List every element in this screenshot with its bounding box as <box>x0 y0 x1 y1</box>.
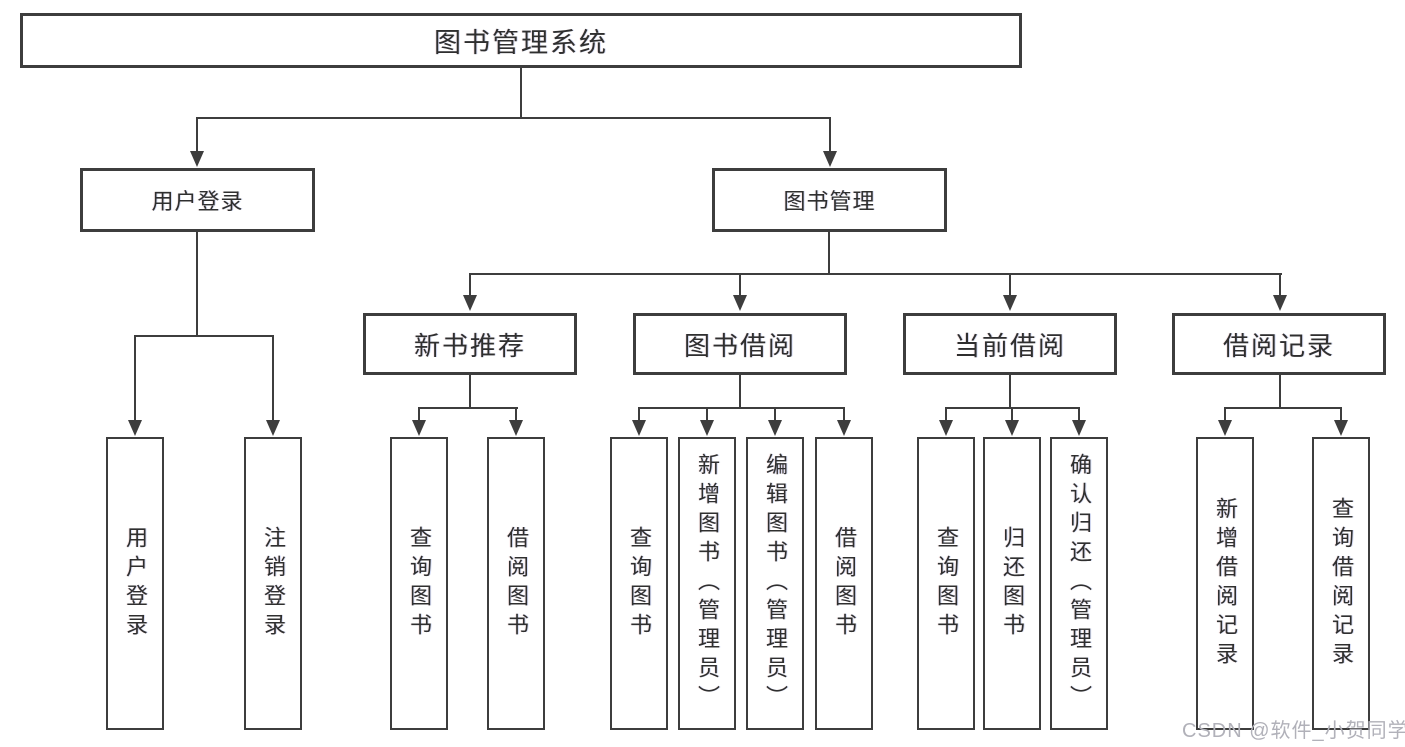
leaf-borrow-book: 借阅图书 <box>815 437 873 730</box>
leaf-user-login: 用户登录 <box>106 437 164 730</box>
connector-current-drop-2 <box>1011 407 1013 421</box>
arrow-down-icon <box>412 420 426 436</box>
arrow-down-icon <box>463 295 477 311</box>
connector-current-drop-1 <box>945 407 947 421</box>
connector-borrowing-drop-3 <box>774 407 776 421</box>
connector-current-stem <box>1009 375 1011 408</box>
leaf-return-book: 归还图书 <box>983 437 1041 730</box>
connector-newbook-drop-2 <box>515 407 517 421</box>
connector-borrowing-drop-4 <box>843 407 845 421</box>
arrow-down-icon <box>190 151 204 167</box>
connector-bookmgmt-drop-1 <box>469 273 471 296</box>
connector-records-drop-1 <box>1224 407 1226 421</box>
arrow-down-icon <box>266 420 280 436</box>
arrow-down-icon <box>700 420 714 436</box>
leaf-query-book-borrowing: 查询图书 <box>610 437 668 730</box>
arrow-down-icon <box>823 151 837 167</box>
connector-root-stem <box>520 68 522 117</box>
connector-bookmgmt-bar <box>469 273 1282 275</box>
connector-borrowing-bar <box>638 407 845 409</box>
arrow-down-icon <box>1218 420 1232 436</box>
arrow-down-icon <box>1072 420 1086 436</box>
node-borrowing-records: 借阅记录 <box>1172 313 1386 375</box>
node-user-login: 用户登录 <box>80 168 315 232</box>
connector-newbook-drop-1 <box>418 407 420 421</box>
arrow-down-icon <box>509 420 523 436</box>
node-book-management: 图书管理 <box>712 168 947 232</box>
arrow-down-icon <box>939 420 953 436</box>
arrow-down-icon <box>837 420 851 436</box>
node-library-management-system: 图书管理系统 <box>20 13 1022 68</box>
leaf-add-borrow-record: 新增借阅记录 <box>1196 437 1254 730</box>
arrow-down-icon <box>733 295 747 311</box>
node-book-borrowing: 图书借阅 <box>633 313 847 375</box>
connector-current-drop-3 <box>1078 407 1080 421</box>
connector-bookmgmt-drop-3 <box>1009 273 1011 296</box>
connector-newbook-bar <box>418 407 518 409</box>
leaf-add-book-admin: 新增图书（管理员） <box>678 437 736 730</box>
leaf-query-book-current: 查询图书 <box>917 437 975 730</box>
leaf-query-borrow-record: 查询借阅记录 <box>1312 437 1370 730</box>
leaf-edit-book-admin: 编辑图书（管理员） <box>746 437 804 730</box>
connector-borrowing-drop-2 <box>706 407 708 421</box>
node-current-borrowing: 当前借阅 <box>903 313 1117 375</box>
arrow-down-icon <box>632 420 646 436</box>
connector-borrowing-drop-1 <box>638 407 640 421</box>
connector-userlogin-stem <box>196 232 198 335</box>
arrow-down-icon <box>1273 295 1287 311</box>
connector-bookmgmt-stem <box>828 232 830 273</box>
node-new-book-recommendation: 新书推荐 <box>363 313 577 375</box>
arrow-down-icon <box>1003 295 1017 311</box>
leaf-logout: 注销登录 <box>244 437 302 730</box>
connector-root-bar <box>196 117 831 119</box>
connector-records-stem <box>1279 375 1281 408</box>
connector-root-drop-right <box>829 117 831 152</box>
connector-userlogin-drop-2 <box>272 335 274 421</box>
connector-bookmgmt-drop-2 <box>739 273 741 296</box>
connector-records-drop-2 <box>1340 407 1342 421</box>
arrow-down-icon <box>1005 420 1019 436</box>
arrow-down-icon <box>128 420 142 436</box>
connector-borrowing-stem <box>739 375 741 408</box>
connector-userlogin-bar <box>134 335 274 337</box>
arrow-down-icon <box>768 420 782 436</box>
leaf-borrow-book-recommend: 借阅图书 <box>487 437 545 730</box>
connector-root-drop-left <box>196 117 198 152</box>
leaf-confirm-return-admin: 确认归还（管理员） <box>1050 437 1108 730</box>
connector-bookmgmt-drop-4 <box>1279 273 1281 296</box>
csdn-watermark: CSDN @软件_小贺同学 <box>1182 720 1405 742</box>
arrow-down-icon <box>1334 420 1348 436</box>
connector-newbook-stem <box>469 375 471 408</box>
connector-userlogin-drop-1 <box>134 335 136 421</box>
leaf-query-book-recommend: 查询图书 <box>390 437 448 730</box>
connector-records-bar <box>1224 407 1342 409</box>
